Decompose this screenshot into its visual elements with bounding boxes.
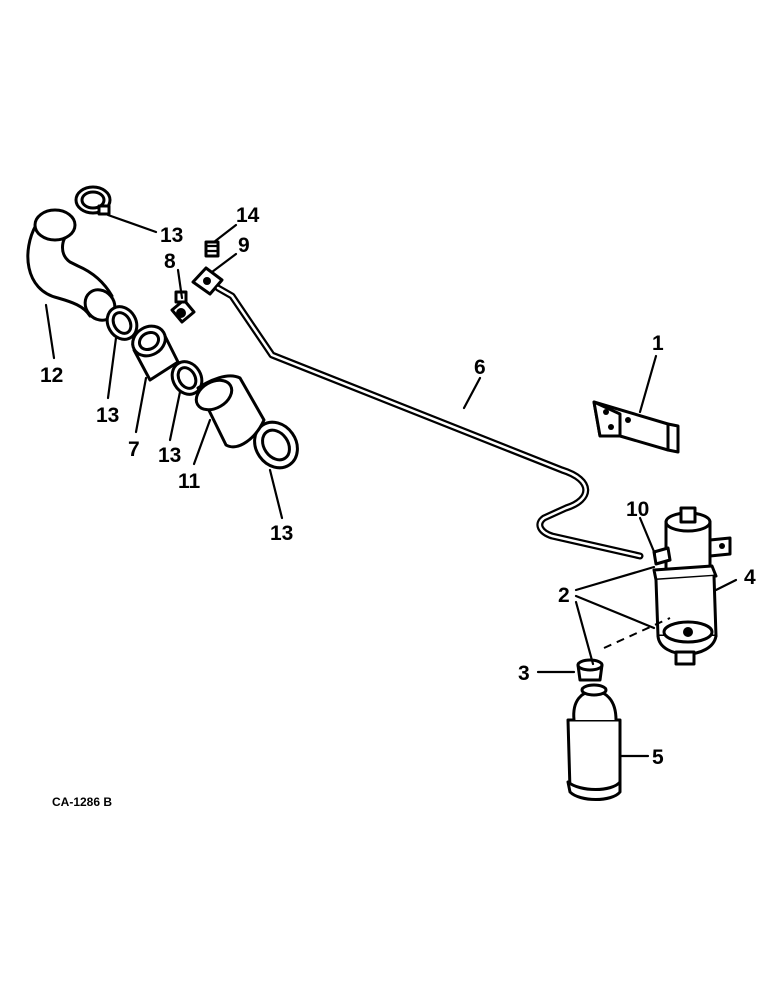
coupling-hose-7	[131, 324, 180, 382]
elbow-hose-12	[26, 208, 117, 322]
filter-assembly-4	[652, 506, 732, 666]
grommet-3	[576, 658, 604, 682]
callout-13-bottom: 13	[270, 522, 293, 545]
straight-hose-11	[194, 374, 266, 449]
drawing-code: CA-1286 B	[52, 795, 112, 809]
fuel-line-6	[214, 284, 644, 560]
hose-clamp-13-bottom	[253, 420, 299, 470]
spring-14	[204, 240, 220, 258]
callout-13-top: 13	[160, 224, 183, 247]
fitting-8	[170, 290, 196, 324]
callout-10: 10	[626, 498, 649, 521]
callout-13-middle: 13	[158, 444, 181, 467]
bracket-1	[592, 400, 680, 454]
callout-6: 6	[474, 356, 486, 379]
callout-13-left: 13	[96, 404, 119, 427]
callout-5: 5	[652, 746, 664, 769]
callout-8: 8	[164, 250, 176, 273]
leader-lines	[44, 213, 738, 758]
callout-4: 4	[744, 566, 756, 589]
inlet-fitting-10	[652, 546, 672, 566]
callout-1: 1	[652, 332, 664, 355]
filter-element-5	[566, 683, 622, 801]
alignment-line	[603, 617, 671, 649]
callout-7: 7	[128, 438, 140, 461]
hose-clamp-13-top	[74, 185, 112, 216]
callout-2: 2	[558, 584, 570, 607]
callout-14: 14	[236, 204, 260, 227]
callout-9: 9	[238, 234, 250, 257]
callout-3: 3	[518, 662, 530, 685]
callout-11: 11	[178, 470, 201, 493]
callout-12: 12	[40, 364, 63, 387]
hose-clamp-13-left	[105, 305, 139, 341]
